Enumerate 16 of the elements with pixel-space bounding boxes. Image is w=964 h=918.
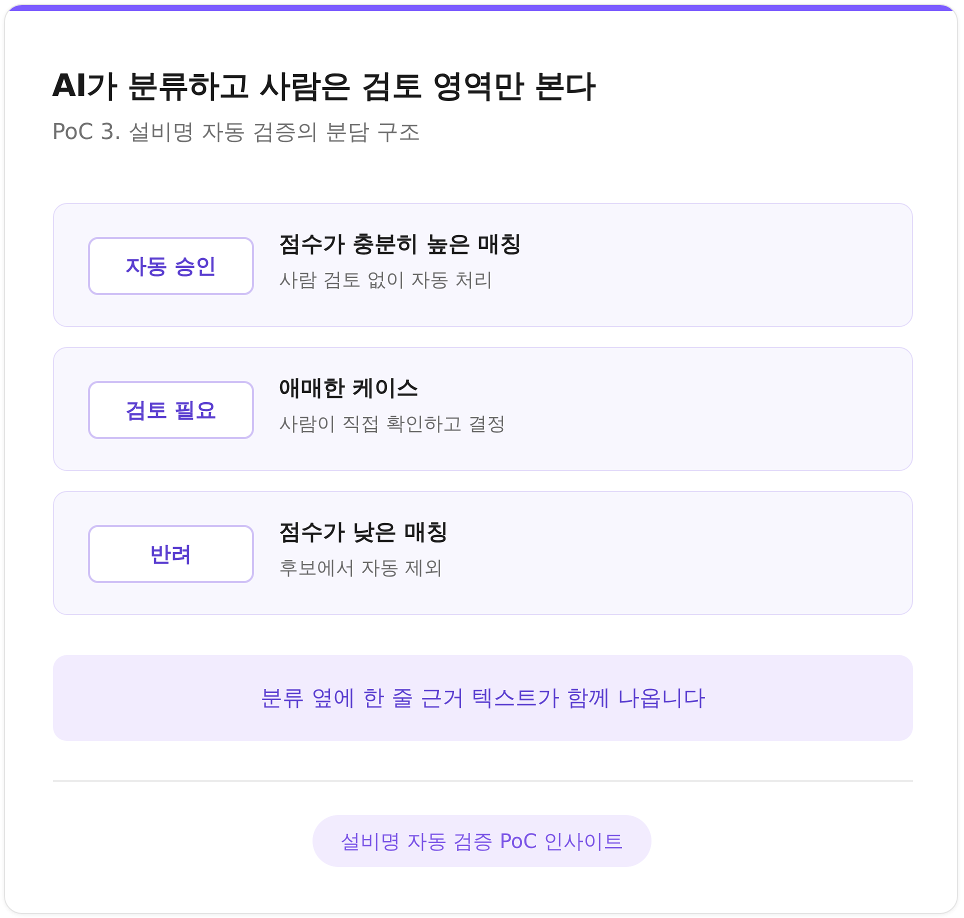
footer-tag: 설비명 자동 검증 PoC 인사이트 [312,815,652,867]
category-card [53,491,913,615]
category-card [53,347,913,471]
note-banner: 분류 옆에 한 줄 근거 텍스트가 함께 나옵니다 [53,655,913,741]
row-heading: 점수가 낮은 매칭 [279,519,448,547]
row-heading: 애매한 케이스 [279,375,419,403]
row-description: 사람 검토 없이 자동 처리 [279,268,494,293]
row-heading: 점수가 충분히 높은 매칭 [279,231,522,259]
row-description: 후보에서 자동 제외 [279,556,444,581]
subtitle: PoC 3. 설비명 자동 검증의 분담 구조 [52,119,420,147]
category-card [53,203,913,327]
status-tag: 반려 [88,525,254,583]
diagram-title: AI가 분류하고 사람은 검토 영역만 본다 [52,67,596,106]
status-tag: 자동 승인 [88,237,254,295]
row-description: 사람이 직접 확인하고 결정 [279,412,506,437]
status-tag: 검토 필요 [88,381,254,439]
